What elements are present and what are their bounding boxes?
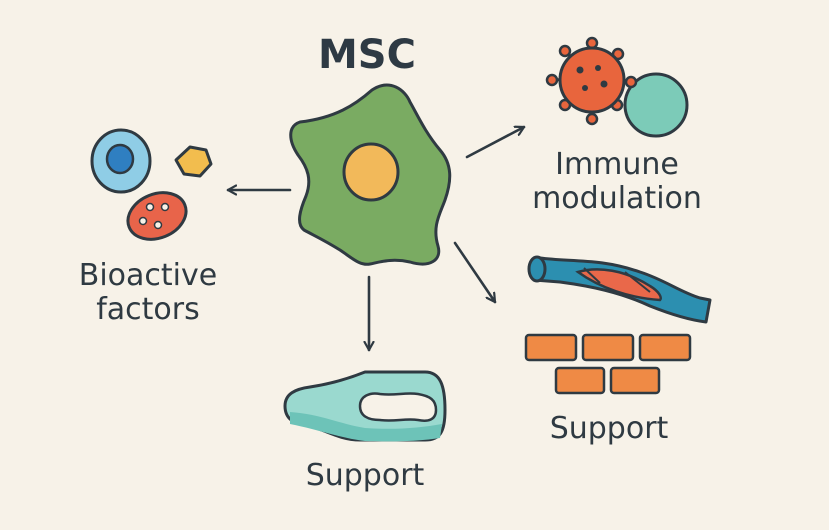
- immune-modulation-label: Immune modulation: [522, 148, 712, 215]
- arrow-to-immune: [465, 127, 526, 159]
- page-title: MSC: [318, 32, 416, 78]
- support-right-label: Support: [549, 411, 669, 446]
- arrow-to-support-right: [453, 241, 497, 304]
- bioactive-factors-icons: [90, 128, 213, 241]
- bioactive-label-line2: factors: [96, 291, 200, 327]
- bioactive-label-line1: Bioactive: [78, 258, 218, 293]
- red-cell-icon: [126, 191, 188, 241]
- blue-cell-nucleus-icon: [105, 143, 135, 175]
- muscle-icon: [575, 268, 662, 302]
- blood-vessel-icon: [527, 255, 712, 324]
- virus-cell-icon: [545, 36, 638, 126]
- hexagon-particle-icon: [174, 145, 213, 178]
- round-cell-icon: [623, 72, 689, 138]
- bone-tissue-icon: [283, 370, 447, 442]
- bioactive-factors-label: Bioactive factors: [68, 259, 228, 326]
- msc-cell-icon: [289, 83, 452, 266]
- immune-cells-icons: [545, 36, 689, 138]
- msc-nucleus-icon: [342, 142, 400, 202]
- immune-label-line1: Immune: [555, 147, 679, 182]
- brick-wall-icon: [524, 333, 692, 395]
- support-bottom-label: Support: [305, 458, 425, 493]
- immune-label-line2: modulation: [532, 180, 702, 216]
